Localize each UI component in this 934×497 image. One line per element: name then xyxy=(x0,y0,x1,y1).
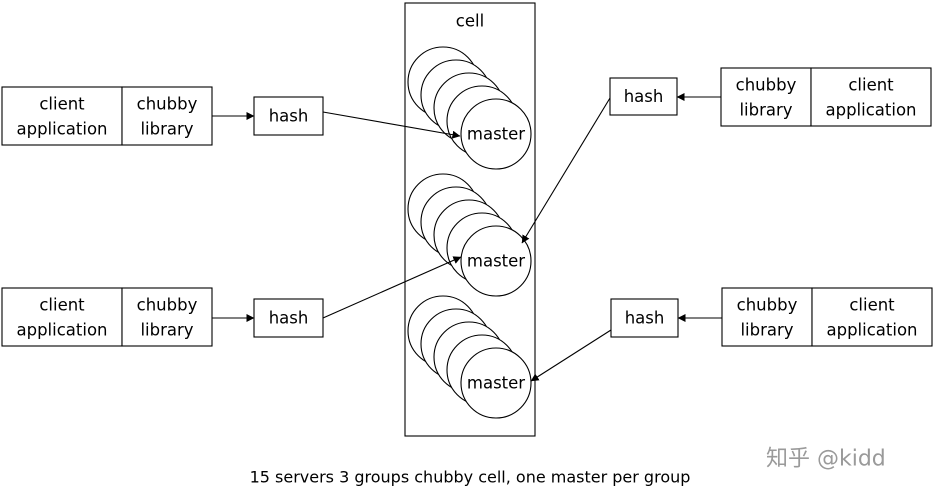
chubby-library-label-line1: chubby xyxy=(736,76,797,95)
master-server xyxy=(460,98,532,170)
client-application-label-line1: client xyxy=(39,95,85,114)
hash-to-master-arrow xyxy=(521,97,611,244)
hash-box xyxy=(253,96,324,136)
client-application-label-line1: client xyxy=(39,296,85,315)
client-top-left: client application chubby library hash xyxy=(1,86,461,146)
server-group-1: master xyxy=(407,46,532,170)
hash-label: hash xyxy=(269,309,309,328)
hash-box xyxy=(253,298,324,338)
client-application-label-line2: application xyxy=(825,101,916,120)
master-label: master xyxy=(467,125,525,144)
chubby-library-box xyxy=(121,287,213,347)
client-bottom-right: chubby library client application hash xyxy=(530,287,933,382)
client-top-right: chubby library client application hash xyxy=(521,67,932,244)
server-group-2: master xyxy=(407,173,532,297)
chubby-library-label-line2: library xyxy=(140,120,193,139)
client-application-label-line2: application xyxy=(16,120,107,139)
client-application-label-line2: application xyxy=(16,321,107,340)
watermark-text: 知乎 @kidd xyxy=(766,447,886,472)
cell-label: cell xyxy=(456,12,484,31)
chubby-library-label-line2: library xyxy=(739,101,792,120)
chubby-library-label-line2: library xyxy=(140,321,193,340)
chubby-library-box xyxy=(720,67,812,127)
hash-box xyxy=(610,298,679,338)
master-label: master xyxy=(467,374,525,393)
hash-label: hash xyxy=(269,107,309,126)
client-bottom-left: client application chubby library hash xyxy=(1,256,462,347)
server-group-3: master xyxy=(407,295,532,419)
diagram-caption: 15 servers 3 groups chubby cell, one mas… xyxy=(250,468,691,487)
chubby-library-label-line2: library xyxy=(740,321,793,340)
client-application-label-line2: application xyxy=(826,321,917,340)
client-application-label-line1: client xyxy=(849,296,895,315)
chubby-library-label-line1: chubby xyxy=(137,296,198,315)
hash-to-master-arrow xyxy=(322,256,462,319)
chubby-library-label-line1: chubby xyxy=(137,95,198,114)
hash-to-master-arrow xyxy=(322,111,461,139)
hash-label: hash xyxy=(625,309,665,328)
client-application-box xyxy=(811,287,933,347)
client-application-box xyxy=(1,86,123,146)
hash-to-master-arrow xyxy=(530,329,612,382)
master-label: master xyxy=(467,252,525,271)
hash-label: hash xyxy=(624,87,664,106)
master-server xyxy=(460,347,532,419)
client-application-label-line1: client xyxy=(848,76,894,95)
chubby-library-label-line1: chubby xyxy=(737,296,798,315)
chubby-library-box xyxy=(121,86,213,146)
client-application-box xyxy=(810,67,932,127)
